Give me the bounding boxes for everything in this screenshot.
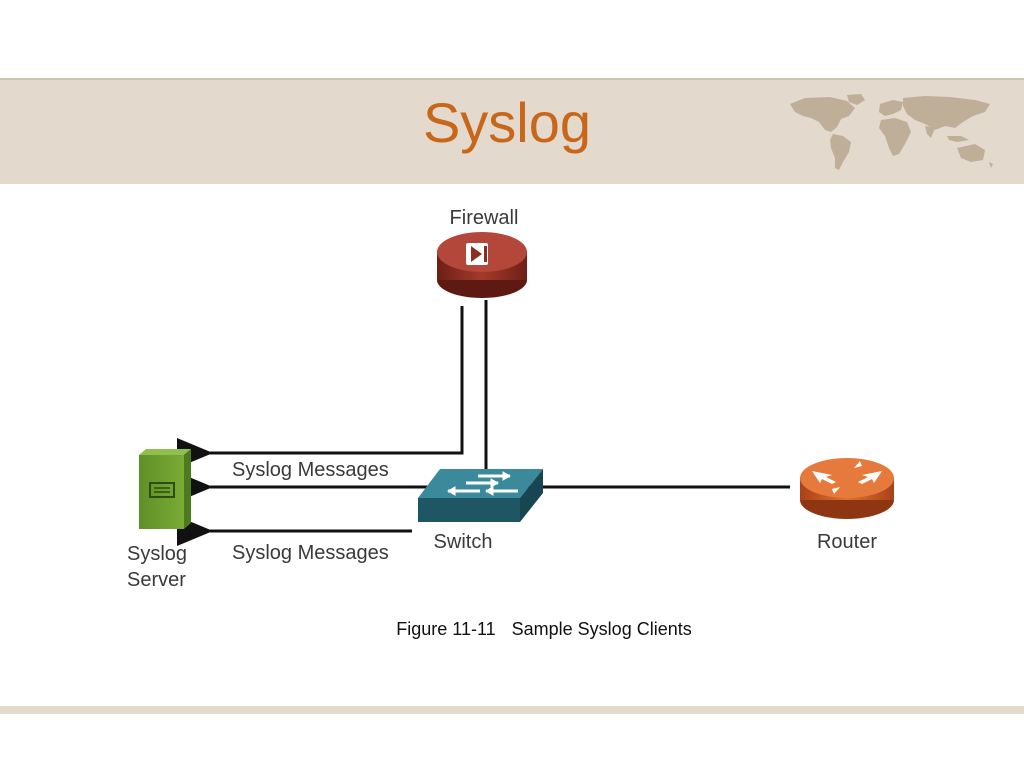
figure-caption: Figure 11-11 Sample Syslog Clients: [0, 619, 1024, 640]
slide-title: Syslog: [422, 91, 592, 154]
switch-label: Switch: [434, 531, 493, 553]
figure-caption-text: Sample Syslog Clients: [511, 619, 692, 639]
edge-label-lower: Syslog Messages: [232, 542, 389, 564]
firewall-to-server-line: [177, 306, 464, 468]
server-label-line1: Syslog: [127, 543, 187, 565]
firewall-label: Firewall: [450, 207, 519, 229]
router-icon: [800, 458, 894, 519]
figure-number: Figure 11-11: [396, 619, 496, 639]
firewall-icon: [437, 232, 527, 298]
switch-icon: [418, 469, 543, 522]
footer-band: [0, 706, 1024, 714]
world-map-icon: [790, 94, 993, 170]
server-label-line2: Server: [127, 569, 186, 591]
edge-label-upper: Syslog Messages: [232, 459, 389, 481]
router-label: Router: [817, 531, 877, 553]
server-icon: [139, 449, 191, 529]
